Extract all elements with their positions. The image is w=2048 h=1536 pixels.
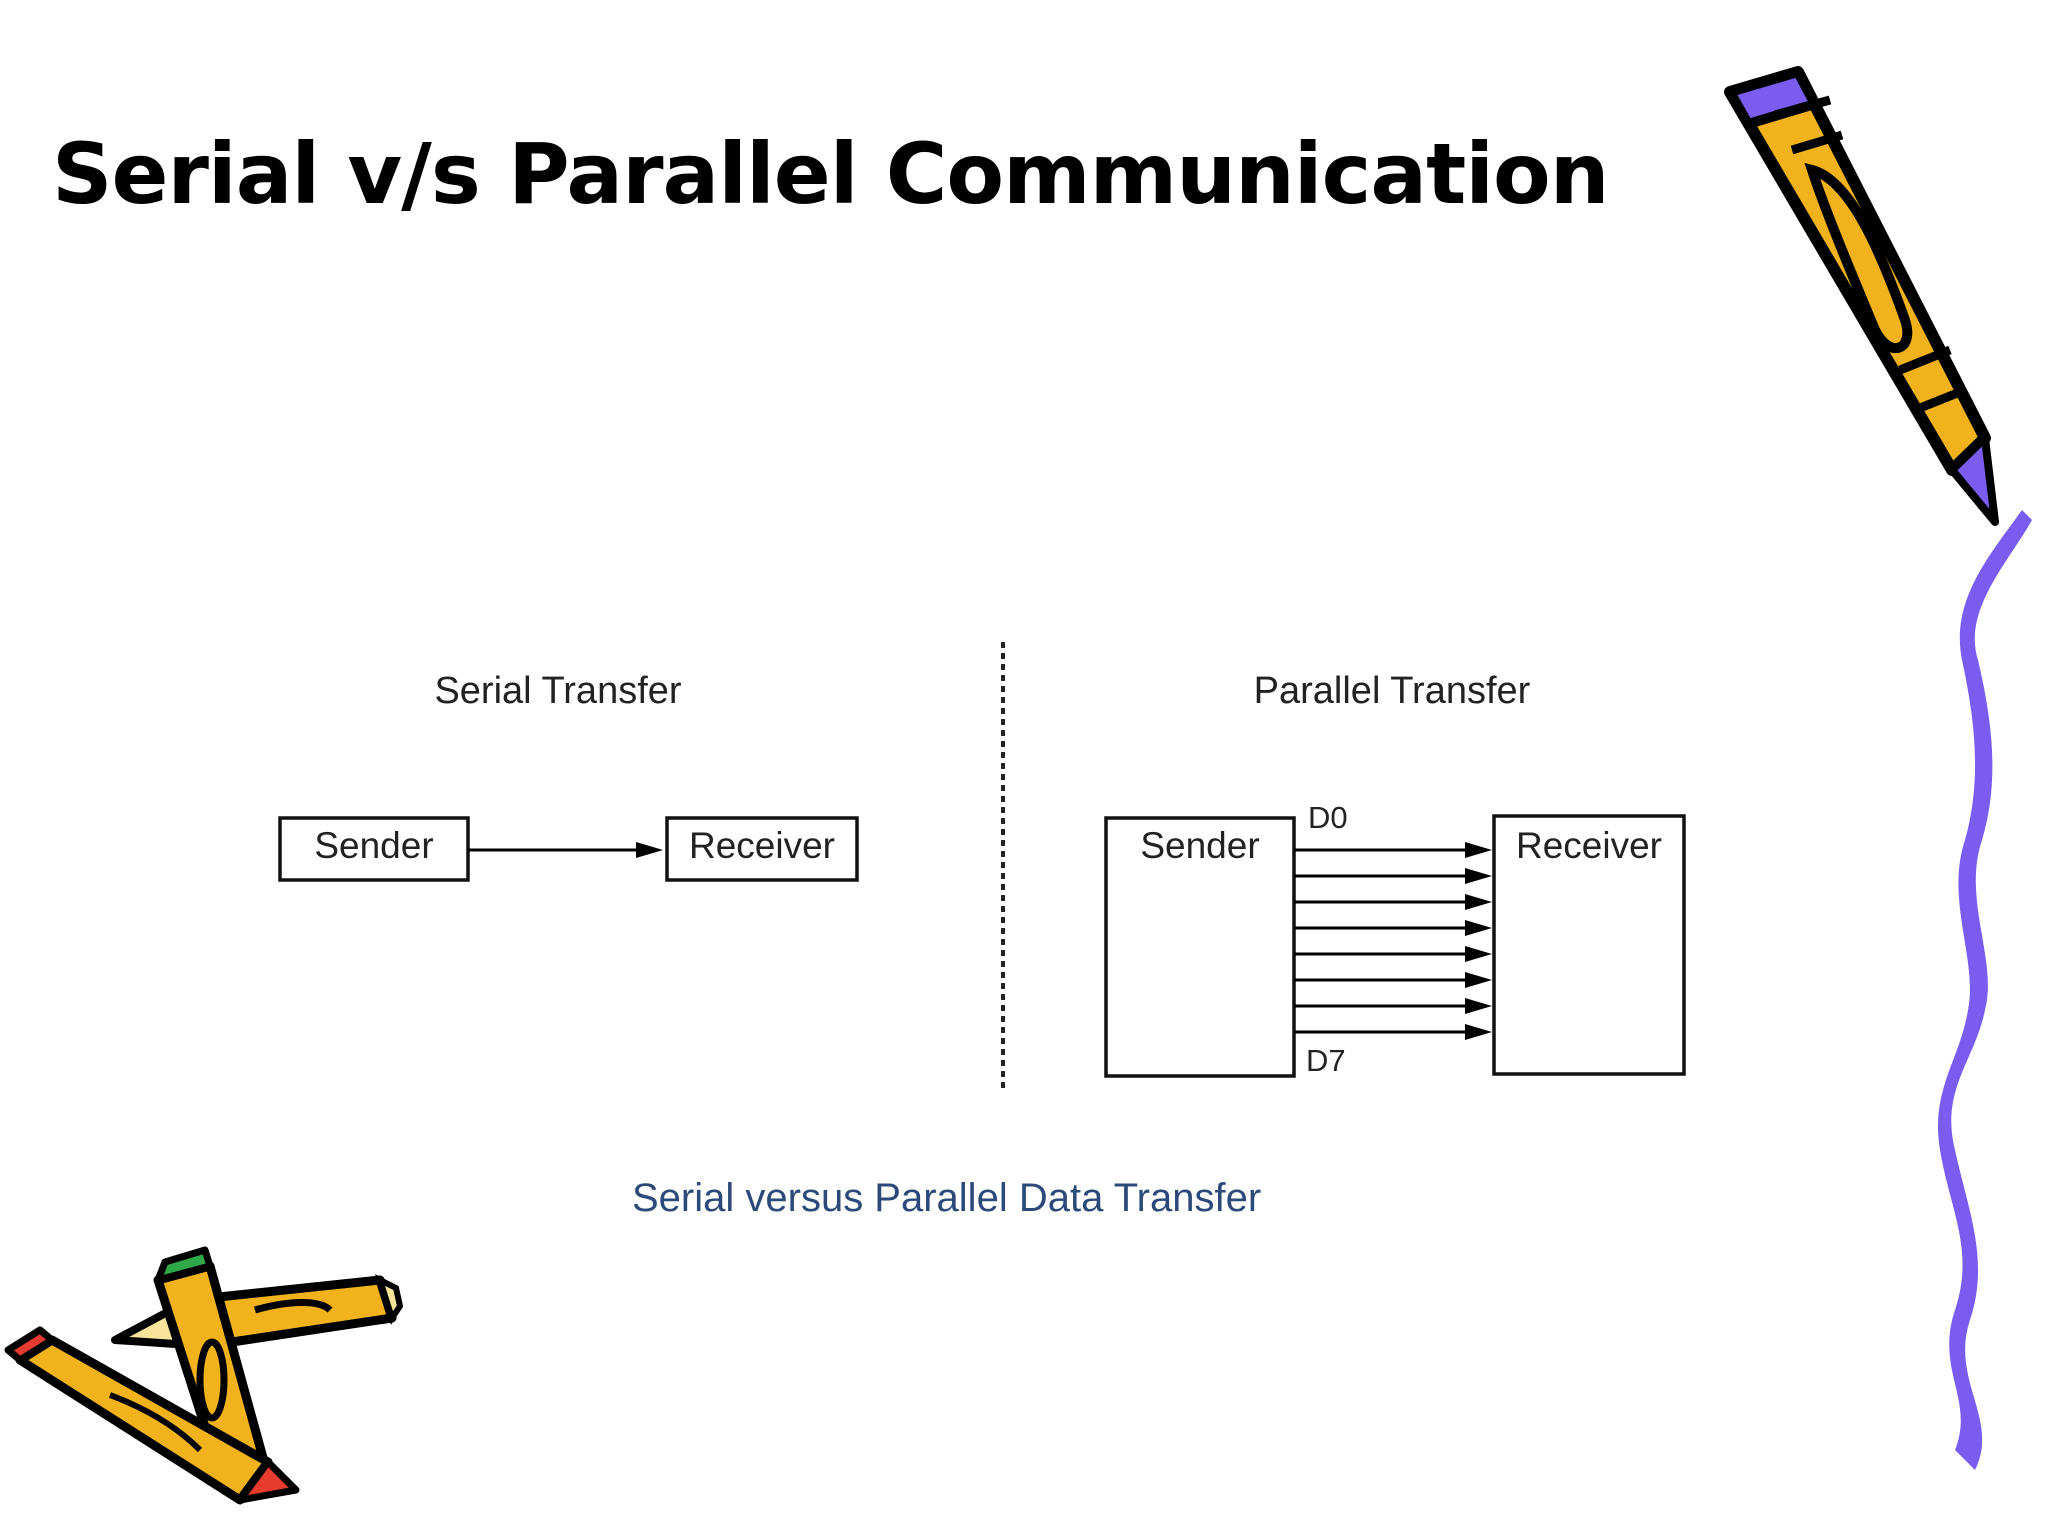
parallel-arrowhead bbox=[1465, 998, 1492, 1014]
serial-receiver-label: Receiver bbox=[689, 825, 835, 866]
serial-sender-box bbox=[278, 816, 470, 882]
serial-transfer-heading: Serial Transfer bbox=[434, 670, 681, 712]
parallel-sender-box bbox=[1104, 816, 1296, 1078]
first-data-line-label: D0 bbox=[1308, 800, 1348, 835]
diagram-caption: Serial versus Parallel Data Transfer bbox=[632, 1176, 1262, 1220]
parallel-sender-label: Sender bbox=[1140, 825, 1259, 866]
parallel-data-lines bbox=[1294, 842, 1492, 1040]
last-data-line-label: D7 bbox=[1306, 1043, 1346, 1078]
parallel-arrowhead bbox=[1465, 868, 1492, 884]
parallel-arrowhead bbox=[1465, 972, 1492, 988]
parallel-arrowhead bbox=[1465, 894, 1492, 910]
serial-sender-label: Sender bbox=[314, 825, 433, 866]
parallel-arrowhead bbox=[1465, 1024, 1492, 1040]
parallel-transfer-panel: Parallel Transfer Sender Receiver D0 D7 bbox=[1104, 670, 1686, 1078]
parallel-transfer-heading: Parallel Transfer bbox=[1254, 670, 1531, 712]
parallel-arrowhead bbox=[1465, 920, 1492, 936]
parallel-arrowhead bbox=[1465, 946, 1492, 962]
serial-arrowhead bbox=[636, 842, 663, 858]
serial-receiver-box bbox=[665, 816, 859, 882]
serial-transfer-panel: Serial Transfer Sender Receiver bbox=[278, 670, 859, 882]
slide-title: Serial v/s Parallel Communication bbox=[52, 125, 1610, 223]
parallel-receiver-label: Receiver bbox=[1516, 825, 1662, 866]
parallel-receiver-box bbox=[1492, 814, 1686, 1076]
parallel-arrowhead bbox=[1465, 842, 1492, 858]
